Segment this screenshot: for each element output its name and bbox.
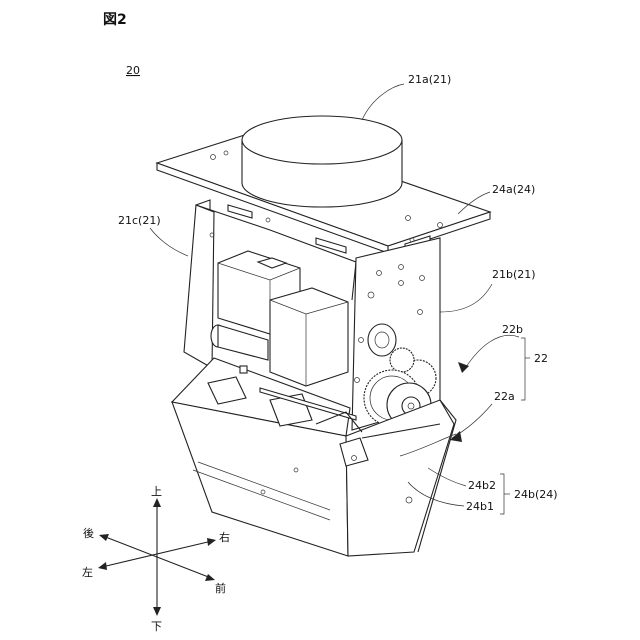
orientation-axes: 上 下 後 左 右 前	[82, 485, 230, 633]
arrowhead-front	[205, 574, 215, 581]
label-21c: 21c(21)	[118, 214, 161, 227]
axis-front-label: 前	[215, 581, 226, 595]
label-21b: 21b(21)	[492, 268, 536, 281]
arrowhead-right	[207, 538, 216, 546]
axis-left-label: 左	[82, 566, 93, 579]
label-24b2: 24b2	[468, 479, 496, 492]
cylinder-21a	[242, 116, 402, 207]
assembly-number: 20	[126, 64, 140, 77]
label-21a: 21a(21)	[408, 73, 451, 86]
label-22a: 22a	[494, 390, 515, 403]
axis-back-label: 後	[83, 526, 94, 540]
axis-right-label: 右	[219, 530, 230, 544]
arrowhead-up	[153, 498, 161, 507]
label-22b: 22b	[502, 323, 523, 336]
axis-up-label: 上	[151, 485, 162, 498]
label-24b: 24b(24)	[514, 488, 558, 501]
label-24a: 24a(24)	[492, 183, 535, 196]
internal-box	[270, 288, 348, 386]
arrowhead-22b	[458, 362, 469, 373]
arrowhead-down	[153, 607, 161, 616]
arrowhead-left	[98, 562, 107, 570]
axis-down-label: 下	[151, 620, 162, 633]
arrowhead-back	[99, 534, 109, 541]
label-24b1: 24b1	[466, 500, 494, 513]
label-22: 22	[534, 352, 548, 365]
figure-title: 図2	[103, 12, 127, 28]
apparatus-drawing	[157, 116, 490, 556]
